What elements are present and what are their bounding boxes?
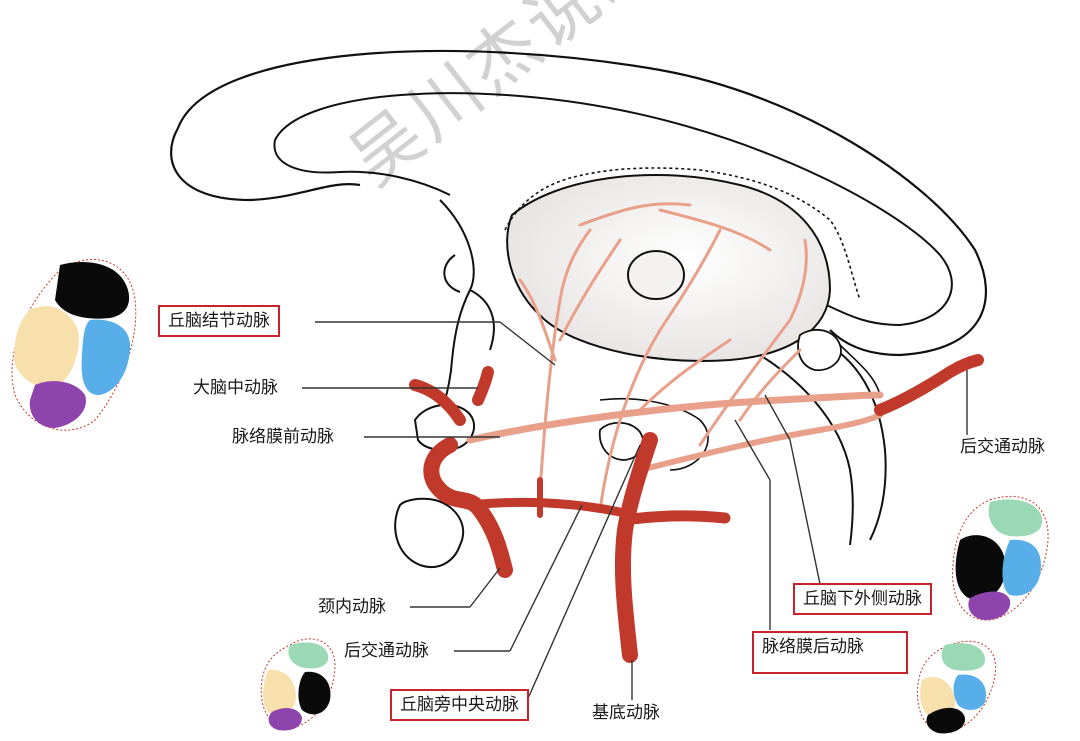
territory-map-bottom-left [260, 638, 336, 731]
label-posterior-communicating-artery-right: 后交通动脉 [960, 437, 1045, 457]
label-posterior-communicating-artery-bottom: 后交通动脉 [344, 641, 429, 661]
label-thalamic-tuberal-artery: 丘脑结节动脉 [158, 305, 280, 337]
label-thalamic-paramedian-artery: 丘脑旁中央动脉 [390, 689, 529, 721]
label-posterior-choroidal-artery: 脉络膜后动脉 [752, 631, 908, 674]
label-basilar-artery: 基底动脉 [592, 703, 660, 723]
leader-lines [302, 321, 968, 713]
corpus-callosum-outer [170, 49, 988, 357]
label-thalamic-inferolateral-artery: 丘脑下外侧动脉 [793, 583, 932, 615]
fornix [439, 199, 475, 361]
caudate-edge [504, 167, 861, 301]
thalamic-branches [518, 202, 808, 512]
territory-map-right-lower [916, 640, 997, 734]
label-middle-cerebral-artery: 大脑中动脉 [193, 378, 278, 398]
anterior-choroidal-vessel [466, 391, 884, 444]
label-internal-carotid-artery: 颈内动脉 [318, 597, 386, 617]
territory-map-right-upper [952, 495, 1049, 621]
label-anterior-choroidal-artery: 脉络膜前动脉 [232, 427, 334, 447]
corpus-callosum-inner [273, 92, 953, 327]
optic-chiasm [394, 497, 465, 568]
main-arteries [409, 354, 984, 663]
territory-map-left [11, 259, 137, 431]
massa-intermedia [627, 250, 685, 300]
